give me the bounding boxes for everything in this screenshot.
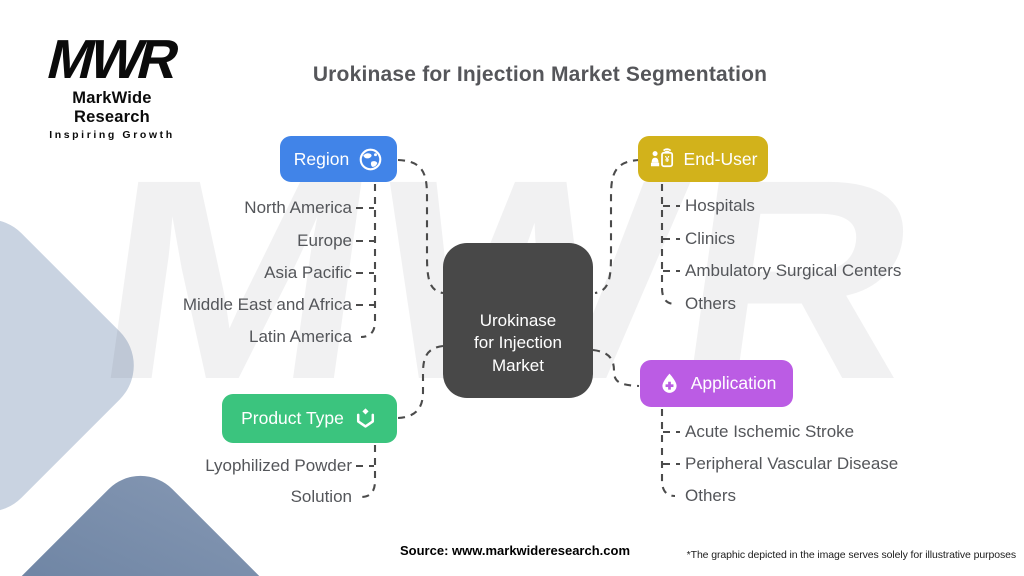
end-user-item-clinics: Clinics bbox=[685, 229, 736, 248]
product-type-item-solution: Solution bbox=[290, 487, 352, 506]
center-line-2: for Injection bbox=[474, 333, 562, 353]
globe-icon bbox=[358, 147, 383, 172]
product-list-spine bbox=[360, 445, 377, 499]
markwide-research-logo: MWR MarkWide Research Inspiring Growth bbox=[34, 28, 190, 141]
end-user-chip-label: End-User bbox=[683, 148, 758, 169]
central-market-node: Urokinase for Injection Market bbox=[443, 243, 593, 398]
region-item-north-america: North America bbox=[244, 198, 352, 217]
region-item-middle-east-africa: Middle East and Africa bbox=[182, 295, 352, 314]
medical-drop-icon bbox=[657, 371, 682, 396]
region-item-latin-america: Latin America bbox=[249, 327, 352, 346]
application-item-peripheral-vascular-disease: Peripheral Vascular Disease bbox=[685, 454, 899, 473]
connector-product-center bbox=[397, 344, 444, 420]
center-line-1: Urokinase bbox=[479, 310, 557, 330]
package-box-icon bbox=[353, 406, 378, 431]
end-user-item-hospitals: Hospitals bbox=[685, 196, 755, 215]
logo-company-name: MarkWide Research bbox=[72, 89, 152, 126]
connector-region-center bbox=[397, 158, 444, 295]
product-type-branch-chip: Product Type bbox=[222, 394, 397, 443]
region-branch-chip: Region bbox=[280, 136, 397, 182]
application-chip-label: Application bbox=[690, 373, 777, 393]
page-title: Urokinase for Injection Market Segmentat… bbox=[312, 63, 768, 86]
logo-tagline: Inspiring Growth bbox=[49, 129, 175, 141]
center-line-3: Market bbox=[492, 355, 544, 375]
end-user-item-others: Others bbox=[685, 294, 737, 313]
connector-application-center bbox=[592, 348, 640, 388]
connector-enduser-center bbox=[594, 158, 641, 295]
source-note: Source: www.markwideresearch.com bbox=[400, 543, 631, 558]
yen-glyph: ¥ bbox=[664, 155, 669, 164]
application-item-acute-ischemic-stroke: Acute Ischemic Stroke bbox=[685, 422, 855, 441]
region-list-spine bbox=[360, 184, 377, 339]
enduser-list-spine bbox=[660, 184, 676, 306]
region-item-asia-pacific: Asia Pacific bbox=[264, 263, 352, 282]
disclaimer-note: *The graphic depicted in the image serve… bbox=[686, 549, 1016, 561]
application-item-others: Others bbox=[685, 486, 737, 505]
mobile-payment-user-icon: ¥ bbox=[649, 147, 675, 171]
product-type-item-lyophilized-powder: Lyophilized Powder bbox=[205, 456, 352, 475]
region-item-europe: Europe bbox=[297, 231, 352, 250]
region-chip-label: Region bbox=[293, 148, 350, 169]
product-type-chip-label: Product Type bbox=[241, 408, 344, 428]
application-list-spine bbox=[660, 409, 676, 498]
end-user-item-ambulatory-surgical-centers: Ambulatory Surgical Centers bbox=[685, 261, 902, 280]
end-user-branch-chip: ¥ End-User bbox=[638, 136, 768, 182]
application-branch-chip: Application bbox=[640, 360, 793, 407]
